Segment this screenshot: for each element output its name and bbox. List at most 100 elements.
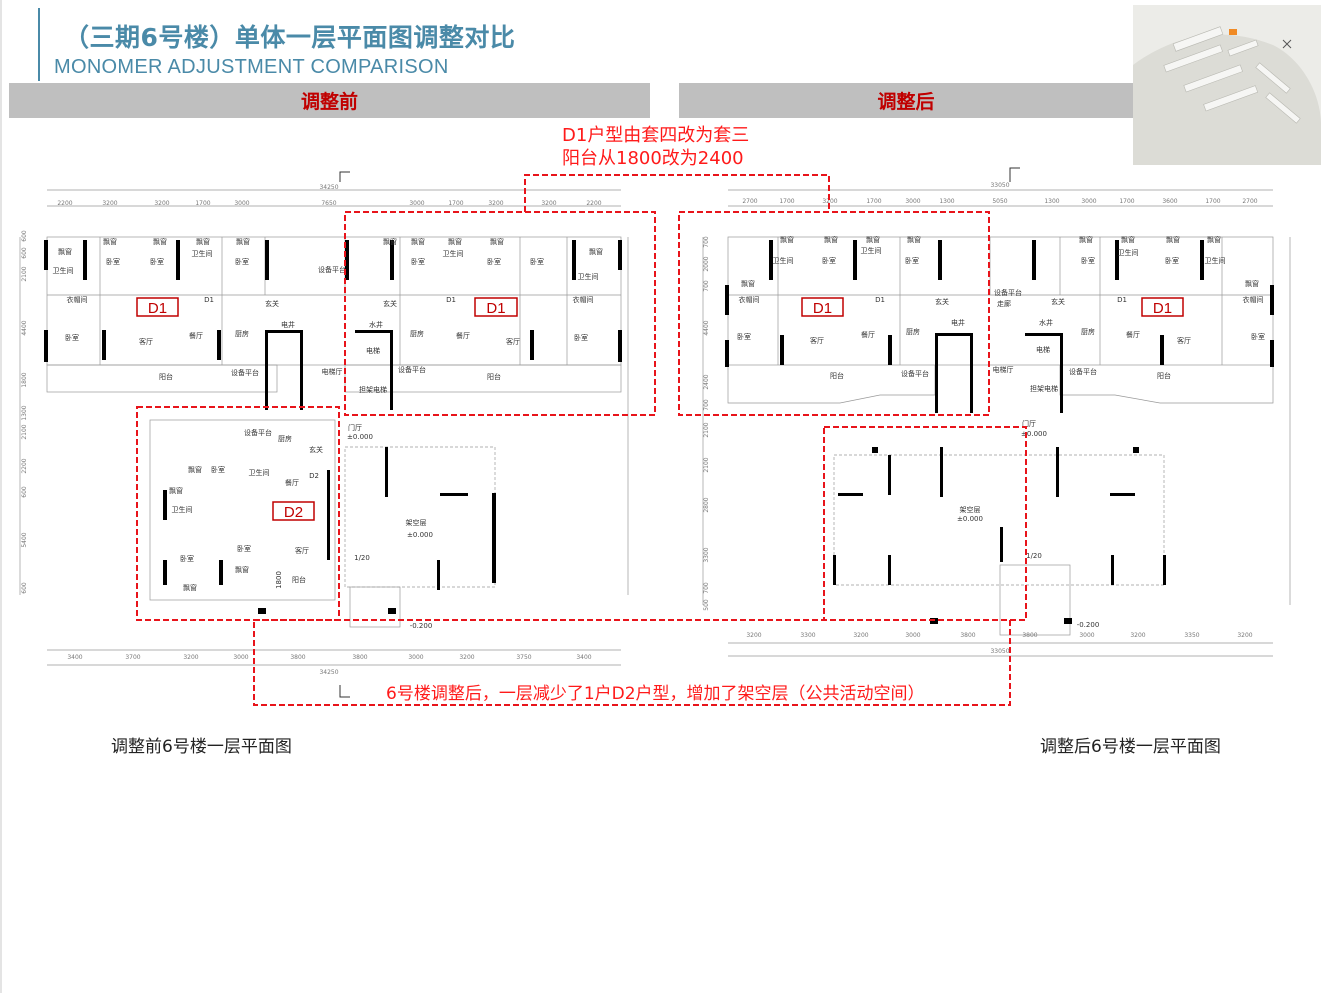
section-bar-before: 调整前 — [9, 83, 650, 118]
room-label: 飘窗 — [866, 235, 880, 244]
site-location-thumbnail — [1133, 5, 1321, 165]
room-label: 玄关 — [309, 445, 323, 454]
room-label: 飘窗 — [169, 486, 183, 495]
dimension-bottom: 3400 — [67, 654, 82, 661]
dimension-bottom: 3800 — [290, 654, 305, 661]
dimension-top: 7650 — [321, 200, 336, 207]
dimension-top: 3200 — [154, 200, 169, 207]
dimension-top: 3200 — [822, 198, 837, 205]
section-label-after: 调整后 — [877, 91, 935, 113]
highlight-after-open-space — [823, 426, 1027, 621]
after-plan-walls — [725, 240, 1274, 624]
before-plan-drawing — [19, 189, 629, 666]
room-label: 阳台 — [487, 372, 501, 381]
room-label: 客厅 — [810, 336, 824, 345]
room-label: 阳台 — [1157, 371, 1171, 380]
room-label: 卧室 — [65, 333, 79, 342]
dimension-side: 600 — [21, 582, 28, 594]
room-label: 电梯厅 — [322, 367, 343, 376]
room-label: 卫生间 — [443, 249, 464, 258]
room-label: 担架电梯 — [359, 385, 387, 394]
room-label: 飘窗 — [741, 279, 755, 288]
page-edge — [0, 0, 2, 993]
room-label: 卧室 — [180, 554, 194, 563]
room-label: 飘窗 — [411, 237, 425, 246]
room-label: 衣帽间 — [67, 295, 88, 304]
room-label: 餐厅 — [189, 331, 203, 340]
dimension-bottom: 3200 — [459, 654, 474, 661]
room-label: 餐厅 — [456, 331, 470, 340]
room-label: 餐厅 — [861, 330, 875, 339]
room-label: 水井 — [369, 320, 383, 329]
dimension-top: 2700 — [742, 198, 757, 205]
dimension-side: 2100 — [21, 266, 28, 281]
room-label: 厨房 — [906, 327, 920, 336]
room-label: 卫生间 — [192, 249, 213, 258]
unit-tag-d1-before-right: D1 — [486, 300, 505, 317]
room-label: 飘窗 — [907, 235, 921, 244]
room-label: 卫生间 — [861, 246, 882, 255]
dimension-side: 600 — [21, 247, 28, 259]
room-label: 卧室 — [530, 257, 544, 266]
room-label: 设备平台 — [318, 265, 346, 274]
room-label: D1 — [204, 296, 214, 304]
room-label: 飘窗 — [153, 237, 167, 246]
room-label: 客厅 — [295, 546, 309, 555]
note-d1-change-line1: D1户型由套四改为套三 — [562, 125, 750, 146]
dimension-bottom: 3750 — [516, 654, 531, 661]
room-label: 电梯 — [366, 346, 380, 355]
room-label: D1 — [446, 296, 456, 304]
room-label: 飘窗 — [1121, 235, 1135, 244]
room-label: 走廊 — [997, 299, 1011, 308]
room-label: 门厅 — [1022, 419, 1036, 428]
room-label: 设备平台 — [1069, 367, 1097, 376]
dimension-total-bottom: 34250 — [319, 669, 338, 676]
dimension-bottom: 3700 — [125, 654, 140, 661]
dimension-bottom: 3800 — [352, 654, 367, 661]
room-label: 卫生间 — [1118, 248, 1139, 257]
caption-after: 调整后6号楼一层平面图 — [1040, 737, 1221, 757]
room-label: 衣帽间 — [573, 295, 594, 304]
room-label: 玄关 — [265, 299, 279, 308]
dimension-top: 2700 — [1242, 198, 1257, 205]
page-subtitle: MONOMER ADJUSTMENT COMPARISON — [54, 56, 449, 78]
room-label: ±0.000 — [407, 531, 433, 539]
dimension-side: 2200 — [21, 458, 28, 473]
room-label: 客厅 — [506, 337, 520, 346]
dimension-side: 2400 — [703, 374, 710, 389]
room-label: 厨房 — [1081, 327, 1095, 336]
room-label: D1 — [875, 296, 885, 304]
room-label: 飘窗 — [448, 237, 462, 246]
dimension-side: 600 — [21, 486, 28, 498]
dimension-bottom: 3000 — [408, 654, 423, 661]
room-label: 飘窗 — [589, 247, 603, 256]
dimension-bottom: 3000 — [233, 654, 248, 661]
room-label: 电井 — [281, 320, 295, 329]
room-label: 厨房 — [278, 434, 292, 443]
room-label: 餐厅 — [1126, 330, 1140, 339]
dimension-side: 700 — [703, 399, 710, 411]
dimension-bottom: 3200 — [746, 632, 761, 639]
room-label: 设备平台 — [901, 369, 929, 378]
room-label: 阳台 — [292, 575, 306, 584]
dimension-total-bottom: 33050 — [990, 648, 1009, 655]
room-label: 卫生间 — [172, 505, 193, 514]
room-label: 卧室 — [737, 332, 751, 341]
dimension-bottom: 3800 — [960, 632, 975, 639]
highlight-before-d1 — [344, 211, 656, 416]
room-label: 卫生间 — [53, 266, 74, 275]
room-label: 飘窗 — [58, 247, 72, 256]
room-label: 卧室 — [1165, 256, 1179, 265]
room-label: 玄关 — [935, 297, 949, 306]
dimension-top: 1700 — [866, 198, 881, 205]
dimension-top: 3000 — [1081, 198, 1096, 205]
room-label: 1/20 — [1026, 552, 1042, 560]
room-label: 水井 — [1039, 318, 1053, 327]
dimension-side: 700 — [703, 236, 710, 248]
room-label: -0.200 — [1077, 621, 1100, 629]
room-label: 飘窗 — [188, 465, 202, 474]
dimension-side: 3300 — [703, 547, 710, 562]
room-label: ±0.000 — [347, 433, 373, 441]
